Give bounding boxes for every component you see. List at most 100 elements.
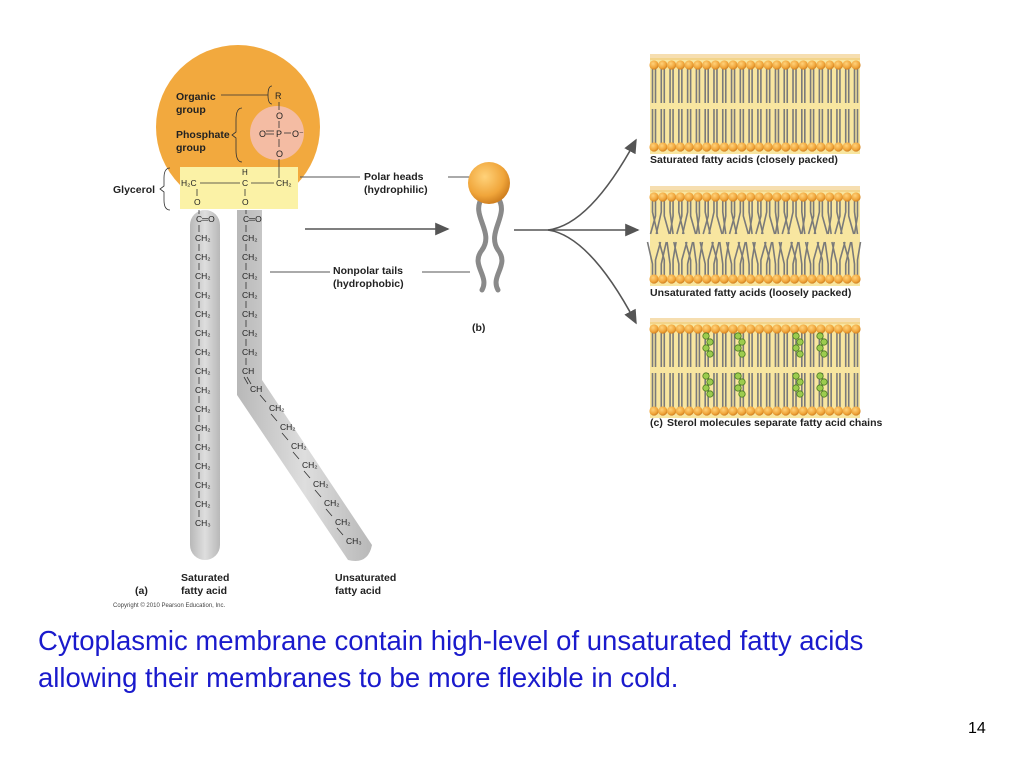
chem-ch2: CH₂	[195, 271, 211, 281]
fatty-acid-tail	[692, 241, 698, 278]
fatty-acid-tail	[771, 241, 777, 278]
fatty-acid-tail	[844, 241, 852, 278]
sterol-molecule	[792, 384, 800, 392]
phospholipid-head	[754, 60, 764, 70]
phospholipid-head	[772, 60, 782, 70]
fatty-acid-tail	[673, 241, 680, 278]
fatty-acid-tail	[763, 241, 771, 278]
phospholipid-head	[746, 142, 756, 152]
phosphate-group-label-1: Phosphate	[176, 129, 230, 141]
simple-head	[468, 162, 510, 204]
phospholipid-head	[833, 60, 844, 70]
glycerol-box	[180, 167, 298, 209]
phospholipid-head	[807, 406, 817, 416]
phospholipid-head	[754, 324, 764, 334]
sterol-molecule	[738, 350, 746, 358]
phospholipid-head	[666, 406, 677, 416]
sterol-molecule	[706, 378, 714, 386]
sterol-molecule	[792, 332, 800, 340]
phospholipid-head	[719, 60, 729, 70]
sterol-molecule	[734, 344, 742, 352]
saturated-bilayer	[649, 54, 861, 154]
fatty-acid-tail	[737, 241, 745, 278]
phospholipid-head	[658, 274, 668, 284]
simple-tail-right	[492, 195, 505, 293]
phospholipid-head	[666, 274, 677, 284]
chem-ch2: CH₂	[242, 347, 258, 357]
phospholipid-head	[798, 274, 808, 284]
chem-ch2: CH₂	[195, 347, 211, 357]
fatty-acid-tail	[681, 241, 688, 278]
slide-caption: Cytoplasmic membrane contain high-level …	[38, 625, 864, 693]
unsaturated-tail-bar	[237, 210, 372, 561]
phospholipid-head	[728, 60, 738, 70]
phospholipid-head	[728, 406, 738, 416]
fatty-acid-tail	[649, 198, 657, 235]
chem-ch2: CH₂	[195, 461, 211, 471]
phospholipid-head	[754, 142, 764, 152]
phospholipid-head	[693, 274, 703, 284]
chem-O-minus: O⁻	[292, 129, 304, 139]
phospholipid-head	[702, 192, 712, 202]
phospholipid-head	[833, 142, 844, 152]
phospholipid-head	[666, 192, 677, 202]
phospholipid-head	[719, 324, 729, 334]
phospholipid-head	[710, 324, 721, 334]
saturated-fatty-acid-label-2: fatty acid	[181, 585, 227, 597]
fatty-acid-tail	[783, 198, 791, 235]
phospholipid-head	[789, 324, 800, 334]
phospholipid-head	[658, 60, 668, 70]
chem-ch2: CH₂	[242, 233, 258, 243]
phosphate-circle	[250, 106, 304, 160]
chem-ch2: CH₂	[195, 309, 211, 319]
phospholipid-head	[798, 142, 808, 152]
fatty-acid-tail	[742, 198, 750, 235]
phospholipid-head	[649, 142, 659, 152]
organic-group-label-2: group	[176, 104, 206, 116]
phospholipid-head	[816, 406, 826, 416]
phospholipid-head	[825, 274, 835, 284]
phospholipid-head	[737, 142, 747, 152]
phospholipid-head	[693, 406, 703, 416]
fatty-acid-tail	[831, 241, 838, 278]
phospholipid-head	[781, 324, 791, 334]
sterol-molecule	[816, 332, 824, 340]
phospholipid-head	[807, 60, 817, 70]
phospholipid-head	[825, 142, 835, 152]
sterol-molecule	[706, 338, 714, 346]
phospholipid-head	[781, 142, 791, 152]
panel-c-label: (c)	[650, 417, 663, 429]
phospholipid-head	[710, 60, 721, 70]
chem-ch2: CH₂	[195, 480, 211, 490]
fatty-acid-tail	[702, 198, 709, 235]
sterol-molecule	[820, 390, 828, 398]
phospholipid-head	[798, 60, 808, 70]
polar-heads-label-1: Polar heads	[364, 171, 424, 183]
phospholipid-head	[728, 274, 738, 284]
sterol-molecule	[734, 332, 742, 340]
phospholipid-head	[833, 406, 844, 416]
phospholipid-head	[658, 324, 668, 334]
phospholipid-head	[719, 274, 729, 284]
chem-ch2: CH₂	[302, 460, 318, 470]
phospholipid-head	[789, 192, 800, 202]
phospholipid-head	[710, 274, 721, 284]
fatty-acid-tail	[760, 241, 767, 278]
phospholipid-head	[763, 406, 773, 416]
phospholipid-head	[710, 142, 721, 152]
chem-ch2: CH₂	[269, 403, 285, 413]
fatty-acid-tail	[755, 198, 762, 235]
sterol-molecule	[816, 344, 824, 352]
fatty-acid-tail	[778, 241, 786, 278]
chem-ch2: CH₂	[195, 385, 211, 395]
fatty-acid-tail	[708, 198, 715, 235]
chem-ch2: CH₂	[313, 479, 329, 489]
phospholipid-head	[789, 60, 800, 70]
phospholipid-head	[737, 192, 747, 202]
chem-H2C: H₂C	[181, 178, 197, 188]
chem-R: R	[275, 91, 282, 101]
fatty-acid-tail	[707, 241, 714, 278]
phospholipid-head	[833, 274, 844, 284]
phospholipid-head	[789, 142, 800, 152]
fatty-acid-tail	[721, 198, 727, 235]
